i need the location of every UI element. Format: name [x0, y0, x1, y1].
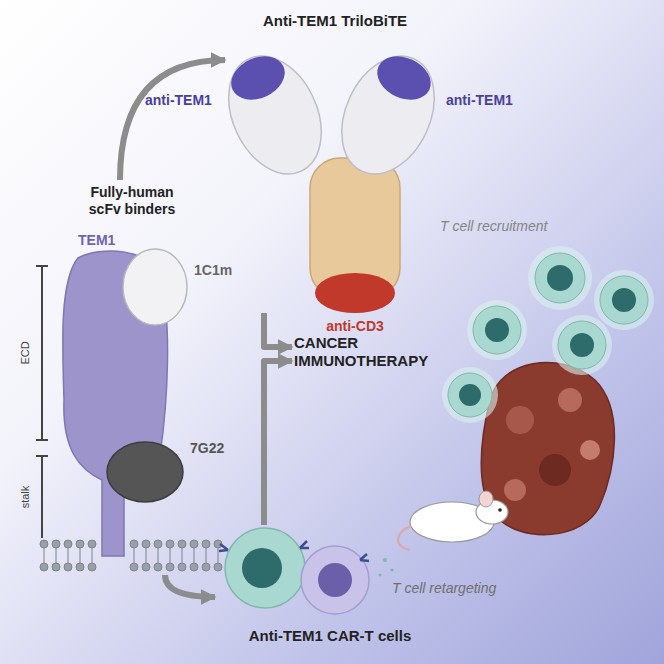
antibody-node: Anti-TEM1 TriloBiTE — [225, 8, 445, 313]
antigen-panel: Fully-human scFv binders — [15, 180, 240, 575]
node-label: Fully-human scFv binders — [77, 184, 187, 218]
process-note: T cell recruitment — [440, 218, 547, 234]
clone-label: 7G22 — [190, 440, 224, 456]
node-label: CANCER IMMUNOTHERAPY — [294, 334, 430, 370]
process-note: T cell retargeting — [392, 580, 496, 596]
binder-label: anti-TEM1 — [145, 92, 212, 108]
cell-membrane — [40, 540, 222, 571]
tem1-structure — [36, 249, 187, 556]
tumor-mouse — [398, 363, 614, 550]
domain-label: ECD — [19, 341, 31, 364]
binder-label: anti-CD3 — [326, 318, 384, 334]
protein-label: TEM1 — [78, 232, 115, 248]
t-cells — [442, 246, 654, 423]
domain-label: stalk — [19, 486, 31, 509]
car-t-cells — [219, 528, 394, 614]
flow-arrow — [165, 575, 215, 597]
clone-label: 1C1m — [194, 262, 232, 278]
flow-arrow — [264, 361, 292, 525]
node-label: Anti-TEM1 TriloBiTE — [263, 12, 407, 29]
node-label: Anti-TEM1 CAR-T cells — [249, 627, 412, 644]
binder-label: anti-TEM1 — [446, 92, 513, 108]
trilobite-antibody — [211, 41, 453, 313]
flow-arrow — [120, 60, 225, 180]
outcome-box: CANCER IMMUNOTHERAPY — [292, 332, 432, 376]
flow-arrow — [264, 313, 292, 347]
